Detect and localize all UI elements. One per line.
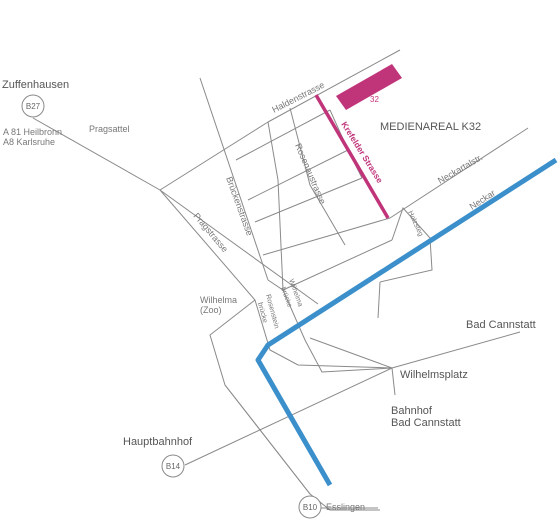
road-wilhelma-link (267, 239, 393, 291)
road-b10 (224, 384, 380, 511)
road-cross-2 (247, 149, 349, 201)
label-bahnhof-line1: Bahnhof (391, 405, 433, 417)
road-cross-4 (262, 217, 391, 256)
road-wilhelmsplatz-upper (309, 337, 393, 369)
river-neckar (255, 157, 558, 487)
road-cross-3 (254, 177, 363, 223)
badge-b27-label: B27 (26, 102, 41, 111)
label-zuffenhausen: Zuffenhausen (2, 79, 69, 91)
label-a8: A8 Karlsruhe (3, 137, 55, 147)
label-medienareal: MEDIENAREAL K32 (380, 121, 481, 133)
building-number: 32 (370, 95, 379, 104)
label-bad-cannstatt: Bad Cannstatt (466, 319, 536, 331)
krefelder-strasse-highlight (314, 94, 390, 219)
road-rosenaustrasse (289, 107, 346, 246)
label-rosenstein-bruecke-2: brücke (256, 302, 268, 324)
road-cross-1 (235, 109, 331, 161)
road-b27-pragsattel (32, 117, 319, 305)
badge-b14-label: B14 (166, 462, 181, 471)
badge-b14: B14 (161, 454, 185, 478)
road-wilhelmsplatz-curve (282, 289, 393, 373)
badge-b10-label: B10 (303, 503, 318, 512)
badge-b27: B27 (21, 94, 45, 118)
label-pragsattel: Pragsattel (89, 124, 130, 134)
road-pragstrasse (159, 189, 256, 301)
label-neckartalstr: Neckartalstr. (436, 152, 484, 186)
label-wilhelmsplatz: Wilhelmsplatz (400, 369, 468, 381)
label-esslingen: Esslingen (326, 502, 365, 512)
label-holzsteg: Holzsteg (406, 210, 424, 238)
label-rosenaustrasse: Rosenaustrasse (293, 142, 328, 206)
label-hauptbahnhof: Hauptbahnhof (123, 436, 193, 448)
road-holzsteg-south (377, 281, 381, 319)
badge-b10: B10 (298, 495, 322, 519)
label-bahnhof-line2: Bad Cannstatt (391, 417, 461, 429)
road-rosensteinbruecke (254, 299, 393, 369)
road-network (32, 49, 529, 511)
label-wilhelma-line2: (Zoo) (200, 305, 222, 315)
road-grid-vertical-1 (267, 121, 284, 291)
building-32 (336, 64, 402, 110)
road-brueckenstrasse (199, 77, 269, 281)
road-bad-cannstatt (391, 331, 521, 369)
road-haldenstrasse (267, 49, 401, 123)
road-bahnhof (391, 367, 396, 396)
label-a81: A 81 Heilbronn (3, 127, 62, 137)
road-northwest (159, 121, 269, 191)
label-wilhelma-line1: Wilhelma (200, 295, 237, 305)
label-brueckenstrasse: Brückenstrasse (224, 175, 255, 237)
road-neckartalstr (389, 127, 529, 219)
